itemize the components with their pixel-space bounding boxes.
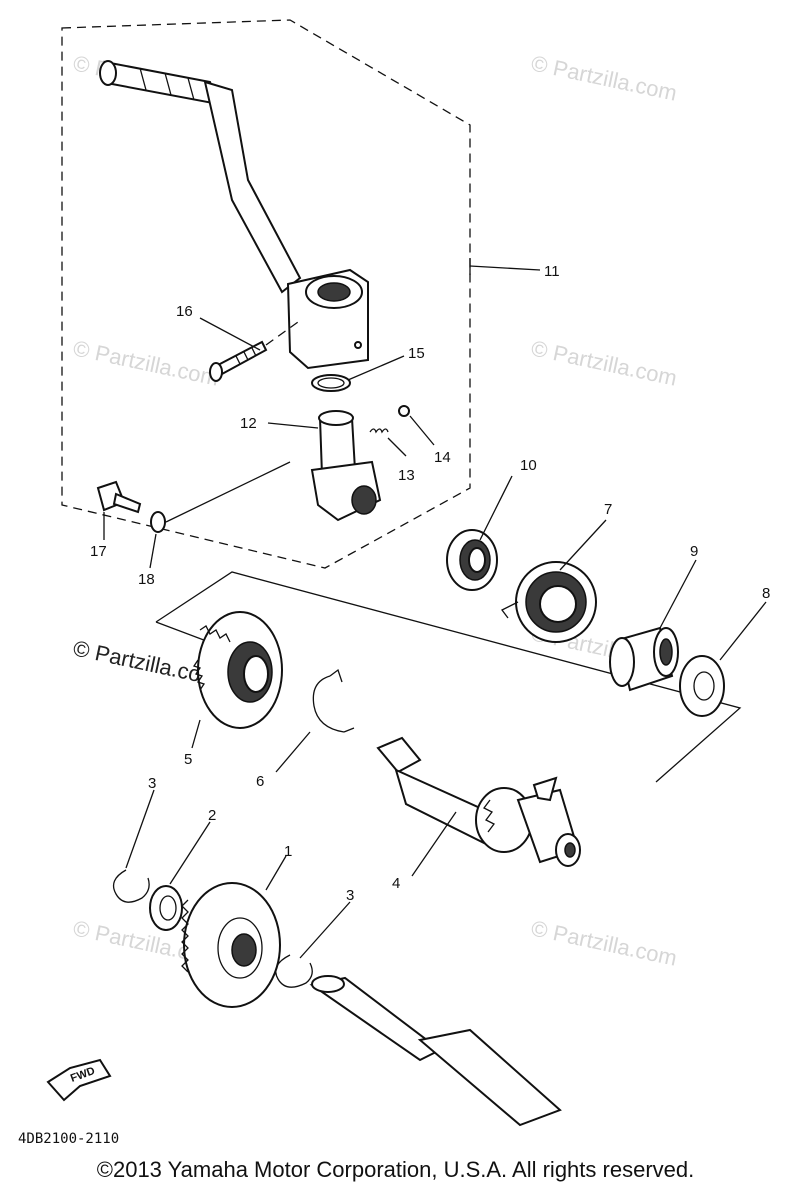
collar-9 — [609, 626, 679, 692]
callout-16: 16 — [176, 303, 193, 320]
kick-shaft-4 — [376, 736, 581, 867]
bolt-16 — [209, 321, 299, 382]
o-ring-inner — [317, 377, 345, 389]
callout-6: 6 — [256, 773, 264, 790]
callout-5: 5 — [184, 751, 192, 768]
watermark: © Partzilla.com — [71, 335, 221, 390]
bolt-17 — [96, 480, 142, 514]
clip-6 — [312, 668, 355, 733]
washer-8-hole — [693, 671, 715, 701]
diagram-code: 4DB2100-2110 — [18, 1131, 119, 1147]
callout-11: 11 — [544, 263, 560, 280]
watermark: © Partzilla.com — [529, 335, 679, 390]
leader-11 — [469, 265, 541, 271]
circlip-3-right — [275, 954, 313, 988]
callout-12: 12 — [240, 415, 257, 432]
copyright-notice: ©2013 Yamaha Motor Corporation, U.S.A. A… — [96, 1157, 695, 1182]
idle-gear-1 — [181, 882, 281, 1008]
leader-lines — [103, 317, 767, 959]
callout-7: 7 — [604, 501, 612, 518]
callout-3b: 3 — [346, 887, 354, 904]
callout-4: 4 — [392, 875, 400, 892]
kick-lever — [99, 60, 369, 370]
callout-15: 15 — [408, 345, 425, 362]
oil-seal-10 — [446, 529, 498, 591]
washer-8 — [679, 655, 725, 717]
callout-17: 17 — [90, 543, 107, 560]
leader-line — [165, 461, 291, 523]
assembly-outline-11 — [61, 19, 471, 569]
watermark: © Partzilla.com — [529, 50, 679, 105]
callout-3a: 3 — [148, 775, 156, 792]
assembly-outline-group — [155, 571, 742, 783]
callout-1: 1 — [284, 843, 292, 860]
callout-numbers: 11 16 15 12 13 14 10 7 9 8 17 18 5 6 4 3… — [90, 263, 770, 904]
callout-13: 13 — [398, 467, 415, 484]
washer-18 — [150, 511, 166, 533]
spring-13 — [369, 428, 389, 434]
watermark: © Partzilla.com — [529, 915, 679, 970]
main-axle — [309, 975, 562, 1127]
callout-10: 10 — [520, 457, 537, 474]
washer-2-hole — [159, 895, 177, 921]
callout-14: 14 — [434, 449, 451, 466]
callout-9: 9 — [690, 543, 698, 560]
watermarks: © Partzilla.com © Partzilla.com © Partzi… — [71, 50, 679, 970]
torsion-spring-7 — [501, 561, 597, 643]
fwd-arrow: FWD — [46, 1058, 112, 1102]
callout-8: 8 — [762, 585, 770, 602]
ball-14 — [398, 405, 410, 417]
ratchet-5 — [192, 611, 283, 729]
circlip-3-left — [112, 869, 150, 903]
washer-2 — [149, 885, 183, 931]
kick-boss-12 — [310, 410, 382, 522]
callout-18: 18 — [138, 571, 155, 588]
callout-2: 2 — [208, 807, 216, 824]
